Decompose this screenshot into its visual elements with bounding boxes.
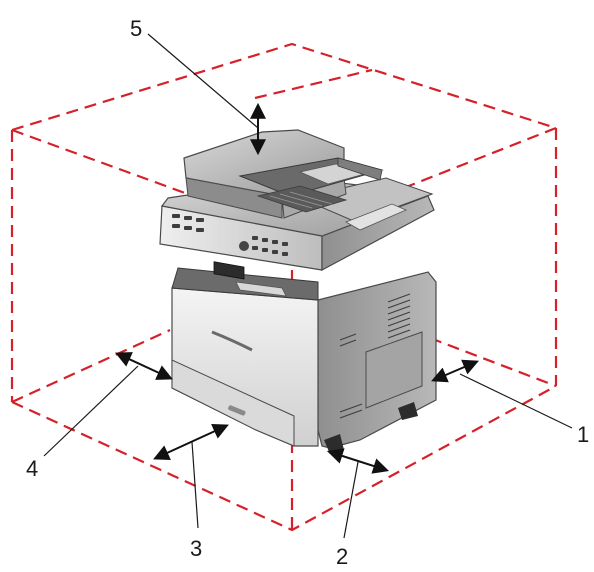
clearance-box-inner-back xyxy=(254,68,373,100)
arrow-front-right-clearance-icon xyxy=(326,448,390,474)
tray-handle-icon xyxy=(228,405,246,416)
leader-5 xyxy=(147,33,259,129)
adf-front xyxy=(185,177,283,219)
clearance-box-bottom-back-left xyxy=(11,328,171,404)
leader-3 xyxy=(191,441,199,529)
panel-display-icon xyxy=(213,261,245,280)
callout-4: 4 xyxy=(26,456,38,481)
arrow-left-clearance-icon xyxy=(115,352,173,380)
input-tray-extension xyxy=(345,203,408,231)
side-door-panel xyxy=(365,331,423,409)
clearance-box-bottom-front xyxy=(11,385,557,532)
output-tray-stop xyxy=(235,281,287,297)
callout-2: 2 xyxy=(336,544,348,569)
callout-leaders xyxy=(43,33,573,539)
arrow-front-left-clearance-icon xyxy=(153,424,229,460)
clearance-box-top-front xyxy=(11,126,557,234)
callout-3: 3 xyxy=(190,536,202,561)
callout-labels: 5 1 2 3 4 xyxy=(26,16,589,569)
callout-5: 5 xyxy=(130,16,142,41)
printer-illustration xyxy=(159,129,437,454)
clearance-box-top-back xyxy=(11,42,557,132)
callout-1: 1 xyxy=(577,422,589,447)
leader-4 xyxy=(43,365,139,457)
leader-2 xyxy=(343,461,359,539)
adf-output-ribs xyxy=(269,191,333,209)
nav-button-icon xyxy=(239,241,249,251)
clearance-box-bottom-back-right xyxy=(429,336,557,388)
leader-1 xyxy=(459,373,573,429)
arrow-right-clearance-icon xyxy=(431,359,479,383)
side-vent-icon xyxy=(339,293,411,419)
front-door-handle-icon xyxy=(211,330,253,352)
adf-output-slot xyxy=(256,185,348,213)
adf-tray-edge xyxy=(337,157,383,181)
flatbed-cover xyxy=(298,177,434,223)
clearance-arrows xyxy=(115,102,479,474)
printer-foot xyxy=(398,402,418,420)
panel-buttons xyxy=(172,214,288,256)
clearance-box xyxy=(10,42,558,532)
